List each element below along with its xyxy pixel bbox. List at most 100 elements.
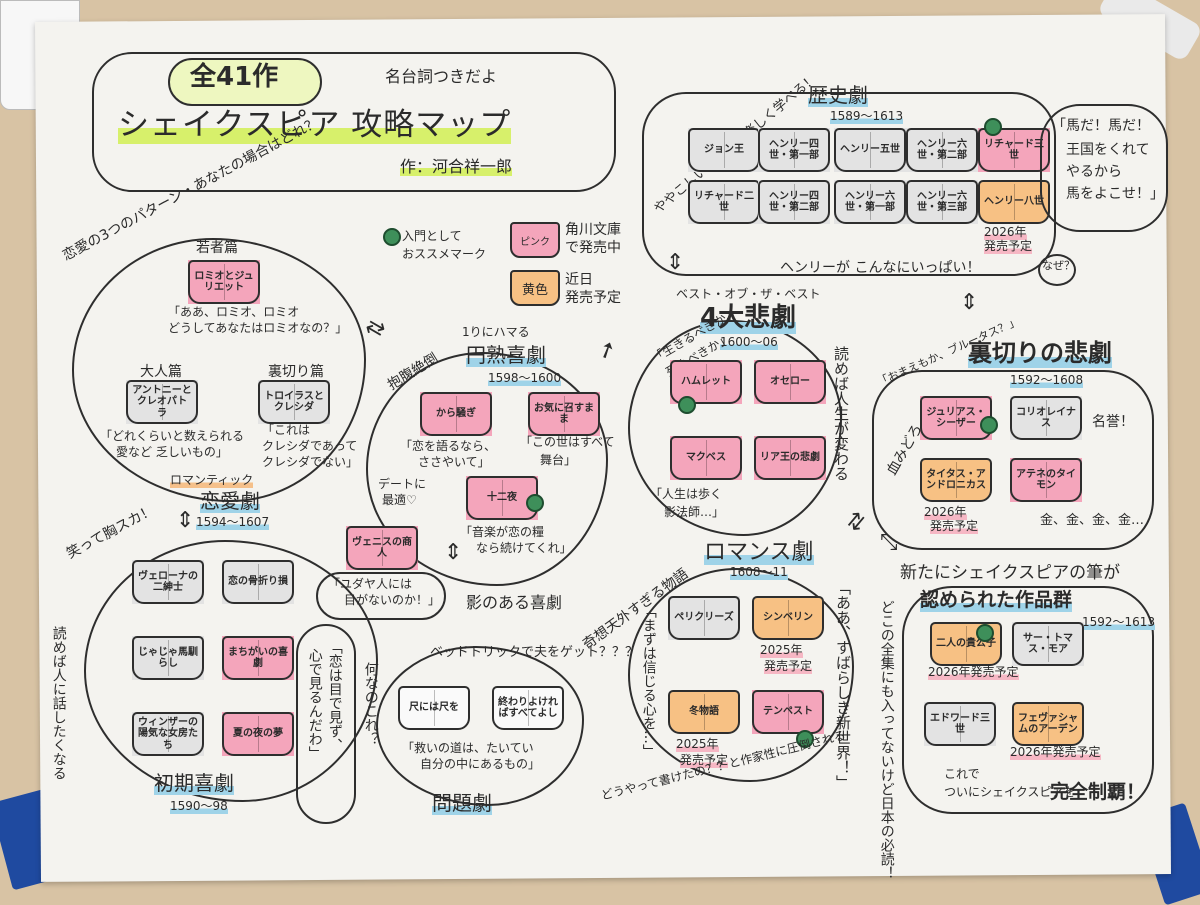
early-comedy-years: 1590〜98 bbox=[170, 799, 228, 814]
tragedy-name: 4大悲劇 bbox=[700, 303, 797, 334]
merchant-quote1: 「ユダヤ人には bbox=[328, 577, 413, 591]
merchant-quote2: 目がないのか！」 bbox=[344, 593, 441, 607]
history-name: 歴史劇 bbox=[808, 83, 868, 107]
why-badge-label: なぜ？ bbox=[1042, 259, 1075, 272]
twelfth-badge-icon bbox=[526, 494, 544, 512]
bedtrick-label: ベッドトリックで夫をゲット？？？ bbox=[430, 645, 639, 660]
book-alls-well: 終わりよければすべてよし bbox=[492, 686, 564, 730]
history-book: ジョン王 bbox=[688, 128, 760, 172]
book-pericles: ペリクリーズ bbox=[668, 596, 740, 640]
much-ado-quote2: ささやいて」 bbox=[418, 455, 490, 469]
romeo-quote2: どうしてあなたはロミオなの？」 bbox=[168, 321, 348, 335]
book-shrew: じゃじゃ馬馴らし bbox=[132, 636, 204, 680]
henry8-note1: 2026年 bbox=[984, 225, 1027, 240]
money-label: 金、金、金、金… bbox=[1040, 513, 1145, 528]
book-loves-labour: 恋の骨折り損 bbox=[222, 560, 294, 604]
dream-quote-bubble bbox=[296, 624, 356, 824]
legend-yellow-desc1: 近日 bbox=[565, 272, 593, 288]
troilus-quote3: クレシダでない」 bbox=[262, 455, 359, 469]
new-works-side-label: どこの全集にも入ってないけど日本の必読！ bbox=[878, 600, 895, 880]
new-works-title2: 認められた作品群 bbox=[920, 589, 1073, 612]
shadow-comedy-name: 影のある喜劇 bbox=[466, 593, 563, 612]
young-label: 若者篇 bbox=[196, 240, 238, 256]
book-winters-tale: 冬物語 bbox=[668, 690, 740, 734]
love-drama-years: 1594〜1607 bbox=[196, 515, 270, 530]
history-book: ヘンリー八世 bbox=[978, 180, 1050, 224]
titus-note2: 発売予定 bbox=[930, 519, 979, 534]
book-coriolanus: コリオレイナス bbox=[1010, 396, 1082, 440]
book-cymbeline: シンベリン bbox=[752, 596, 824, 640]
new-works-region bbox=[902, 586, 1154, 814]
closing3: 完全制覇！ bbox=[1050, 781, 1146, 803]
problem-quote2: 自分の中にあるもの」 bbox=[420, 757, 541, 771]
book-othello: オセロー bbox=[754, 360, 826, 404]
kinsmen-badge-icon bbox=[976, 624, 994, 642]
tragedy-years: 1600〜06 bbox=[720, 335, 778, 350]
horse-quote3: やるから bbox=[1066, 164, 1122, 180]
antony-quote2: 愛など 乏しいもの」 bbox=[116, 445, 228, 459]
believe-quote: 「まずは信じる心を…」 bbox=[640, 604, 657, 758]
romance-name: ロマンス劇 bbox=[704, 540, 814, 566]
dream-quote2: 心で見るんだわ」 bbox=[306, 648, 323, 760]
problem-side-label: 何なのこれ？ bbox=[362, 662, 379, 746]
book-as-you-like-it: お気に召すまま bbox=[528, 392, 600, 436]
book-titus: タイタス・アンドロニカス bbox=[920, 458, 992, 502]
richard3-badge-icon bbox=[984, 118, 1002, 136]
book-merchant: ヴェニスの商人 bbox=[346, 526, 418, 570]
as-you-quote2: 舞台」 bbox=[540, 453, 577, 467]
kinsmen-note: 2026年発売予定 bbox=[928, 665, 1019, 680]
legend-pink-desc2: で発売中 bbox=[565, 240, 621, 256]
legend-pink-label: ピンク bbox=[520, 236, 550, 248]
book-dream: 夏の夜の夢 bbox=[222, 712, 294, 756]
merchant-quote-bubble bbox=[316, 572, 446, 620]
history-years: 1589〜1613 bbox=[830, 109, 904, 124]
new-works-years: 1592〜1613 bbox=[1082, 615, 1156, 630]
title-frame bbox=[92, 52, 616, 192]
love-drama-name: 恋愛劇 bbox=[200, 489, 260, 513]
tempest-badge-icon bbox=[796, 730, 814, 748]
history-book: ヘンリー四世・第一部 bbox=[758, 128, 830, 172]
book-lear: リア王の悲劇 bbox=[754, 436, 826, 480]
count-pill bbox=[168, 58, 322, 106]
brave-quote: 「ああ、すばらしき新世界！」 bbox=[834, 580, 852, 790]
book-verona: ヴェローナの二紳士 bbox=[132, 560, 204, 604]
book-faversham: フェヴァシャムのアーデン bbox=[1012, 702, 1084, 746]
history-book: ヘンリー六世・第一部 bbox=[834, 180, 906, 224]
book-antony: アントニーとクレオパトラ bbox=[126, 380, 198, 424]
adult-label: 大人篇 bbox=[140, 364, 182, 380]
early-comedy-name: 初期喜劇 bbox=[154, 771, 234, 795]
closing2: ついにシェイクスピアを bbox=[944, 785, 1076, 799]
history-book: リチャード二世 bbox=[688, 180, 760, 224]
history-footer: ヘンリーが こんなにいっぱい！ bbox=[780, 260, 981, 276]
book-much-ado: から騒ぎ bbox=[420, 392, 492, 436]
hamlet-badge-icon bbox=[678, 396, 696, 414]
titus-note1: 2026年 bbox=[924, 505, 967, 520]
twelfth-quote1: 「音楽が恋の糧 bbox=[460, 525, 545, 539]
tragedy-side-label: 読めば人生が変わる bbox=[832, 346, 850, 481]
book-troilus: トロイラスとクレシダ bbox=[258, 380, 330, 424]
mature-comedy-name: 円熟喜劇 bbox=[466, 343, 546, 367]
book-tempest: テンペスト bbox=[752, 690, 824, 734]
book-thomas-more: サー・トマス・モア bbox=[1012, 622, 1084, 666]
book-romeo: ロミオとジュリエット bbox=[188, 260, 260, 304]
tragedy-best: ベスト・オブ・ザ・ベスト bbox=[676, 287, 821, 301]
closing1: これで bbox=[944, 767, 980, 781]
new-works-title1: 新たにシェイクスピアの筆が bbox=[900, 563, 1121, 583]
date-label1: デートに bbox=[378, 477, 427, 491]
subtitle: 名台詞つきだよ bbox=[385, 67, 498, 86]
romeo-quote1: 「ああ、ロミオ、ロミオ bbox=[168, 305, 300, 319]
problem-quote1: 「救いの道は、たいてい bbox=[402, 741, 534, 755]
winters-note1: 2025年 bbox=[676, 737, 719, 752]
betrayal-years: 1592〜1608 bbox=[1010, 373, 1084, 388]
history-book: ヘンリー六世・第三部 bbox=[906, 180, 978, 224]
book-macbeth: マクベス bbox=[670, 436, 742, 480]
why-badge bbox=[1038, 254, 1076, 286]
winters-note2: 発売予定 bbox=[680, 753, 729, 768]
horse-quote1: 「馬だ！馬だ！ bbox=[1052, 118, 1150, 134]
romance-years: 1608〜11 bbox=[730, 565, 788, 580]
book-caesar: ジュリアス・シーザー bbox=[920, 396, 992, 440]
book-errors: まちがいの喜劇 bbox=[222, 636, 294, 680]
book-timon: アテネのタイモン bbox=[1010, 458, 1082, 502]
dream-quote1: 「恋は目で見ず、 bbox=[326, 640, 343, 752]
date-label2: 最適♡ bbox=[382, 493, 417, 507]
